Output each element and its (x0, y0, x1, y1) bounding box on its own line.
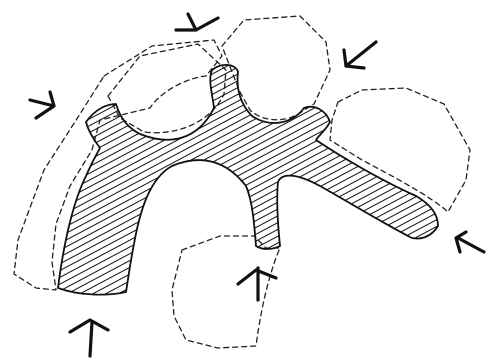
arrow-top (176, 14, 218, 30)
arrow-bottom-left (70, 320, 108, 356)
arrow-bottom-center (238, 268, 276, 300)
hatched-form (58, 65, 438, 295)
bottom-cell (172, 236, 280, 348)
arrow-left (30, 92, 54, 118)
arrow-right (456, 232, 484, 252)
arrow-upper-right (344, 42, 376, 68)
